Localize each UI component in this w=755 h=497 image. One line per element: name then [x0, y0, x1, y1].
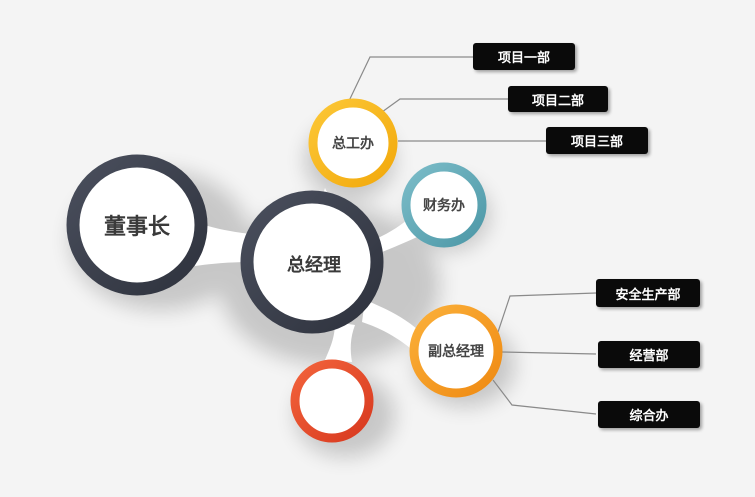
ring-deputy-general-manager [409, 304, 503, 398]
label-chief-engineer-office: 总工办 [332, 136, 374, 152]
tag-project-dept-1: 项目一部 [473, 43, 575, 70]
connector-project-1 [347, 56, 473, 104]
tag-general-office: 综合办 [598, 401, 700, 428]
tag-project-dept-3: 项目三部 [546, 127, 648, 154]
ring-general-manager [240, 190, 384, 334]
connector-safety [496, 292, 597, 336]
label-chairman: 董事长 [103, 215, 171, 240]
connector-general [492, 379, 597, 415]
ring-red [290, 359, 374, 443]
label-finance-office: 财务办 [423, 198, 465, 214]
tag-safety-production-dept: 安全生产部 [596, 279, 700, 307]
label-general-manager: 总经理 [287, 255, 341, 276]
connector-business [501, 351, 597, 355]
label-deputy-general-manager: 副总经理 [428, 344, 484, 360]
ring-finance-office [401, 162, 487, 248]
ring-chief-engineer-office [308, 98, 398, 188]
department-connectors [347, 56, 597, 415]
ring-chairman [66, 154, 208, 296]
tag-project-dept-2: 项目二部 [508, 86, 608, 112]
connector-project-2 [381, 98, 508, 113]
tag-business-dept: 经营部 [598, 341, 700, 368]
